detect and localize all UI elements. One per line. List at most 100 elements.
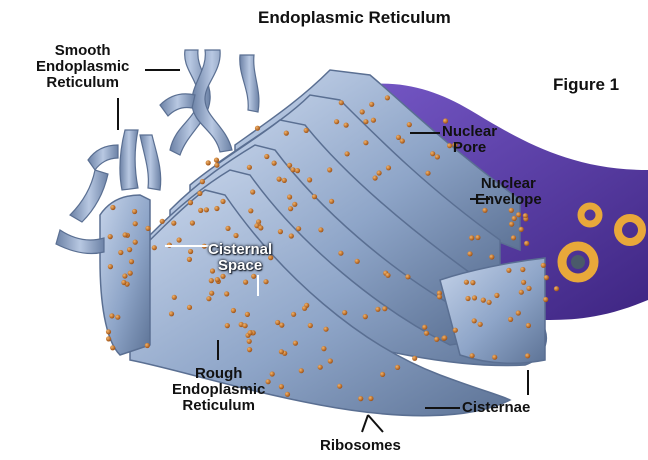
ribosome-dot [145,343,150,348]
ribosome-dot [424,331,429,336]
ribosome-dot [337,384,342,389]
label-rough-er: Rough Endoplasmic Reticulum [172,366,265,414]
ribosome-dot [467,251,472,256]
ribosome-dot [525,353,530,358]
ribosome-dot [509,222,514,227]
ribosome-dot [520,267,525,272]
ribosome-dot [481,298,486,303]
ribosome-dot [492,355,497,360]
ribosome-dot [293,341,298,346]
ribosome-dot [197,191,202,196]
ribosome-dot [122,273,127,278]
ribosome-dot [355,259,360,264]
ribosome-dot [344,123,349,128]
ribosome-dot [145,226,150,231]
ribosome-dot [187,305,192,310]
ribosome-dot [526,286,531,291]
ribosome-dot [489,254,494,259]
ribosome-dot [396,135,401,140]
ribosome-dot [508,317,513,322]
ribosome-dot [225,323,230,328]
ribosome-dot [209,278,214,283]
ribosome-dot [506,268,511,273]
er-tubule [56,230,104,254]
ribosome-dot [475,235,480,240]
figure-label: Figure 1 [553,77,619,93]
ribosome-dot [279,349,284,354]
ribosome-dot [172,295,177,300]
ribosome-dot [243,323,248,328]
ribosome-dot [295,168,300,173]
ribosome-dot [243,280,248,285]
ribosome-dot [169,311,174,316]
ribosome-dot [469,235,474,240]
ribosome-dot [289,233,294,238]
ribosome-dot [247,347,252,352]
ribosome-dot [109,313,114,318]
ribosome-dot [412,356,417,361]
ribosome-dot [407,122,412,127]
label-smooth-er: Smooth Endoplasmic Reticulum [36,43,129,91]
ribosome-dot [266,379,271,384]
ribosome-dot [282,178,287,183]
ribosome-dot [430,151,435,156]
ribosome-dot [292,202,297,207]
ribosome-dot [106,329,111,334]
ribosome-dot [128,271,133,276]
ribosome-dot [494,293,499,298]
er-tubule [140,135,161,190]
ribosome-dot [380,372,385,377]
label-line: Envelope [475,192,542,208]
leader-line-ribosomes [362,415,383,432]
ribosome-dot [323,327,328,332]
ribosome-dot [519,227,524,232]
label-line: Endoplasmic [36,59,129,75]
ribosome-dot [214,158,219,163]
ribosome-dot [264,154,269,159]
ribosome-dot [307,177,312,182]
ribosome-dot [123,232,128,237]
ribosome-dot [464,280,469,285]
ribosome-dot [478,322,483,327]
ribosome-dot [160,219,165,224]
label-line: Nuclear [475,176,542,192]
label-line: Nuclear [442,124,497,140]
label-nuclear-envelope: Nuclear Envelope [475,176,542,208]
ribosome-dot [133,221,138,226]
ribosome-dot [339,100,344,105]
ribosome-dot [129,259,134,264]
ribosome-dot [509,208,514,213]
ribosome-dot [371,118,376,123]
ribosome-dot [434,337,439,342]
ribosome-dot [177,237,182,242]
label-nuclear-pore: Nuclear Pore [442,124,497,156]
ribosome-dot [290,167,295,172]
ribosome-dot [524,241,529,246]
ribosome-dot [248,330,253,335]
ribosome-dot [220,199,225,204]
ribosome-dot [358,396,363,401]
ribosome-dot [284,131,289,136]
er-tubule [160,94,195,116]
ribosome-dot [110,205,115,210]
ribosome-dot [233,233,238,238]
ribosome-dot [110,345,115,350]
ribosome-dot [334,119,339,124]
ribosome-dot [200,179,205,184]
label-ribosomes: Ribosomes [320,438,401,454]
ribosome-dot [554,286,559,291]
ribosome-dot [304,128,309,133]
label-line: Smooth [36,43,129,59]
ribosome-dot [516,310,521,315]
ribosome-dot [363,314,368,319]
ribosome-dot [422,325,427,330]
ribosome-dot [472,318,477,323]
ribosome-dot [247,339,252,344]
ribosome-dot [206,296,211,301]
label-line: Rough [172,366,265,382]
ribosome-dot [368,396,373,401]
ribosome-dot [287,194,292,199]
ribosome-dot [152,245,157,250]
ribosome-dot [258,225,263,230]
